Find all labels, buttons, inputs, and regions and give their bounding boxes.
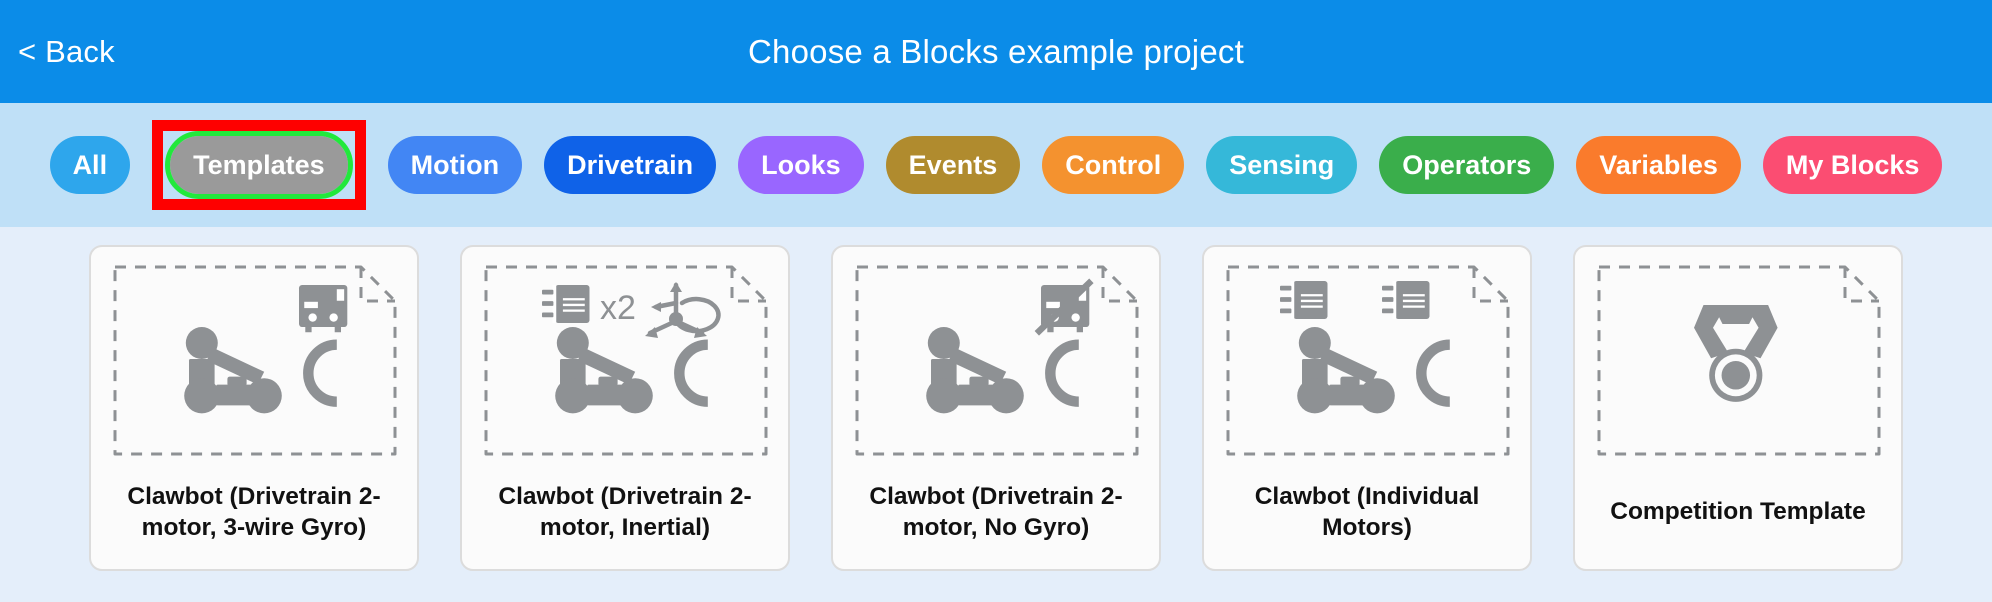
category-chip-drivetrain[interactable]: Drivetrain <box>544 136 717 194</box>
category-chip-wrapper-events: Events <box>885 136 1021 194</box>
category-chip-wrapper-all: All <box>49 136 131 194</box>
category-chip-wrapper-variables: Variables <box>1576 136 1741 194</box>
project-card[interactable]: Clawbot (Individual Motors) <box>1202 245 1532 571</box>
clawbot-inertial-icon: x2 <box>474 257 776 464</box>
category-chip-my-blocks[interactable]: My Blocks <box>1762 136 1943 194</box>
category-chip-looks[interactable]: Looks <box>738 136 864 194</box>
project-card-grid: Clawbot (Drivetrain 2-motor, 3-wire Gyro… <box>0 227 1992 602</box>
back-button[interactable]: < Back <box>18 33 115 69</box>
project-card-label: Competition Template <box>1610 498 1866 526</box>
page-title: Choose a Blocks example project <box>748 32 1244 70</box>
category-chip-wrapper-motion: Motion <box>387 136 523 194</box>
project-card[interactable]: x2 Clawbot (Drivetrain 2-motor, Inertial… <box>460 245 790 571</box>
category-chip-variables[interactable]: Variables <box>1576 136 1741 194</box>
clawbot-gyro-3wire-icon <box>103 257 405 464</box>
highlight-annotation-box: Templates <box>152 120 366 210</box>
project-card-label: Clawbot (Drivetrain 2-motor, No Gyro) <box>869 483 1123 541</box>
project-card[interactable]: Clawbot (Drivetrain 2-motor, No Gyro) <box>831 245 1161 571</box>
category-chip-sensing[interactable]: Sensing <box>1206 136 1358 194</box>
category-chip-control[interactable]: Control <box>1042 136 1185 194</box>
category-chip-wrapper-control: Control <box>1042 136 1185 194</box>
category-chip-motion[interactable]: Motion <box>387 136 523 194</box>
category-chip-wrapper-operators: Operators <box>1379 136 1555 194</box>
category-chip-wrapper-drivetrain: Drivetrain <box>544 136 717 194</box>
project-card-label: Clawbot (Individual Motors) <box>1254 483 1480 541</box>
category-chip-operators[interactable]: Operators <box>1379 136 1555 194</box>
project-card-label: Clawbot (Drivetrain 2-motor, Inertial) <box>498 483 752 541</box>
project-card[interactable]: Clawbot (Drivetrain 2-motor, 3-wire Gyro… <box>89 245 419 571</box>
category-chip-wrapper-my-blocks: My Blocks <box>1762 136 1943 194</box>
category-chip-templates[interactable]: Templates <box>165 131 353 199</box>
page-header: < Back Choose a Blocks example project <box>0 0 1992 103</box>
motor-multiplier-label: x2 <box>600 289 636 327</box>
project-card[interactable]: Competition Template <box>1573 245 1903 571</box>
clawbot-no-gyro-icon <box>845 257 1147 464</box>
project-card-label: Clawbot (Drivetrain 2-motor, 3-wire Gyro… <box>127 483 381 541</box>
category-filter-bar: All Templates Motion Drivetrain Looks Events C… <box>0 103 1992 227</box>
category-chip-all[interactable]: All <box>49 136 131 194</box>
category-chip-events[interactable]: Events <box>885 136 1021 194</box>
category-chip-wrapper-looks: Looks <box>738 136 864 194</box>
clawbot-individual-motors-icon <box>1216 257 1518 464</box>
category-chip-wrapper-sensing: Sensing <box>1206 136 1358 194</box>
competition-medal-icon <box>1587 257 1889 464</box>
